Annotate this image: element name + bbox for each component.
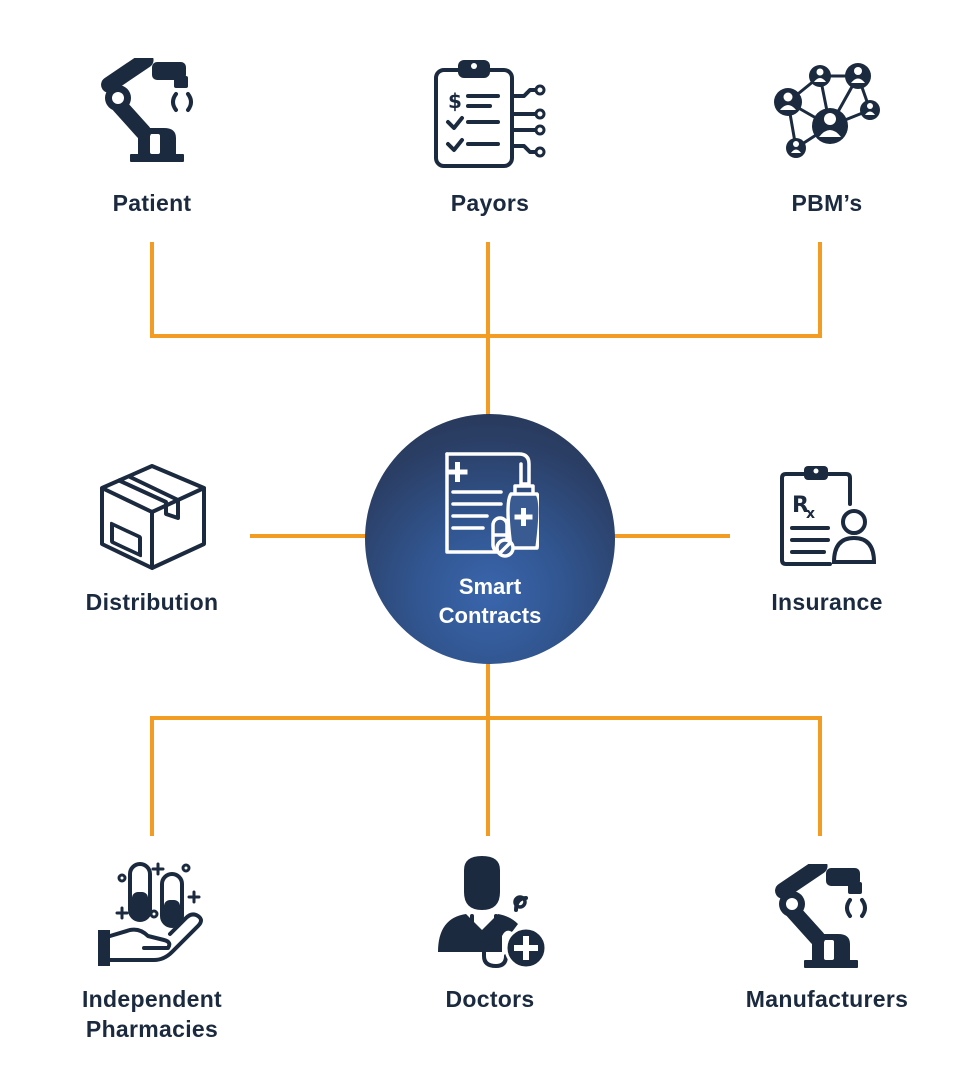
node-label-independent-pharmacies-line2: Pharmacies [85,1016,219,1042]
node-label-manufacturers: Manufacturers [745,986,909,1012]
svg-text:R: R [792,493,809,518]
billing-clipboard-icon: $ [434,60,546,168]
hub-label-line1: Smart [458,574,522,599]
node-label-independent-pharmacies-line1: Independent [81,986,223,1012]
robotic-arm-icon [775,864,867,968]
svg-text:x: x [806,506,815,522]
rx-clipboard-person-icon: R x [780,466,876,566]
node-label-insurance: Insurance [771,589,883,615]
medical-prescription-document-icon [445,452,539,558]
robotic-arm-icon [101,58,193,162]
node-label-distribution: Distribution [85,589,219,615]
hub-label-line2: Contracts [438,603,542,628]
node-label-pbms: PBM’s [791,190,863,216]
doctor-stethoscope-icon [438,856,548,970]
node-label-patient: Patient [112,190,192,216]
svg-text:$: $ [448,89,462,113]
node-label-independent-pharmacies: Independent Pharmacies [32,984,272,1044]
smart-contracts-hub: Smart Contracts [365,414,615,664]
package-box-icon [100,464,206,570]
hub-label: Smart Contracts [365,572,615,630]
node-label-payors: Payors [450,190,530,216]
node-label-doctors: Doctors [445,986,535,1012]
people-network-icon [774,63,880,158]
pills-in-hand-icon [98,862,203,966]
